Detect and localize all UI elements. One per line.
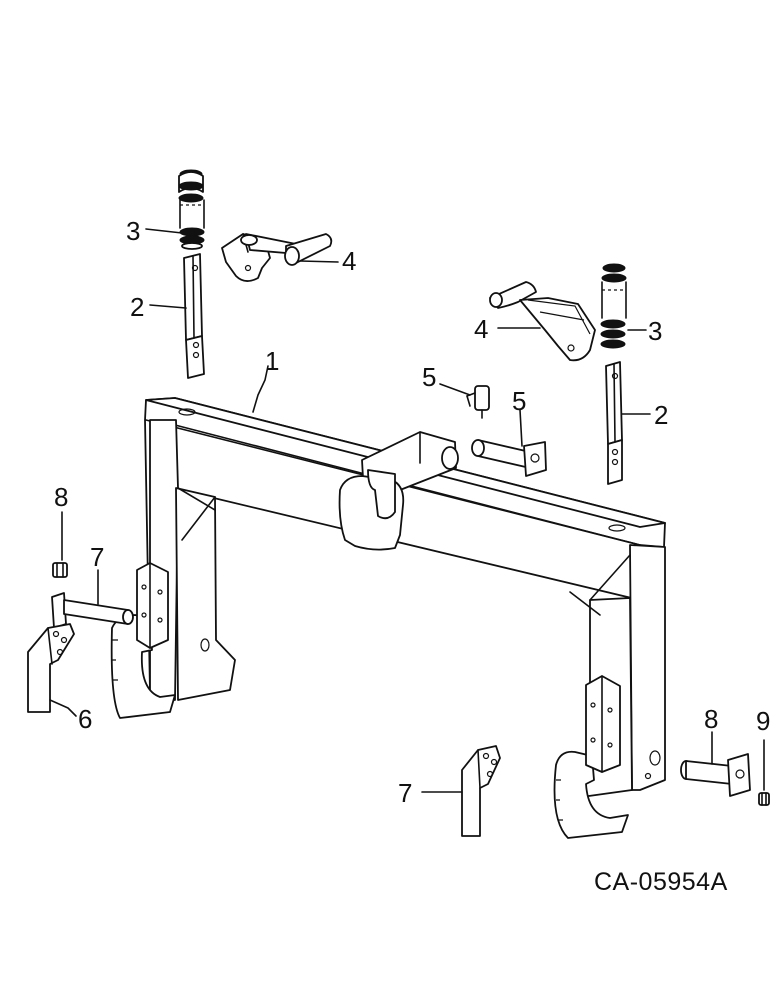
callout-2-latch-rod-right: 2 <box>654 400 668 430</box>
lock-nut-right <box>758 792 770 806</box>
spring-right <box>600 263 627 349</box>
handle-left <box>221 233 333 282</box>
leader-2-left <box>149 304 187 309</box>
pin <box>471 439 547 477</box>
hook-right <box>461 745 501 837</box>
callout-2-latch-rod-left: 2 <box>130 292 144 322</box>
leader-1 <box>252 365 269 413</box>
leader-3-left <box>145 228 183 234</box>
callout-4-handle-left: 4 <box>342 246 356 276</box>
leader-5-left <box>49 699 77 717</box>
clip <box>466 385 490 419</box>
latch-rod-right <box>605 361 623 485</box>
leader-9 <box>439 383 471 396</box>
callout-3-spring-left: 3 <box>126 216 140 246</box>
hook-left <box>27 623 75 713</box>
callout-8-nut-right: 9 <box>756 706 770 736</box>
callout-3-spring-right: 3 <box>648 316 662 346</box>
callout-7-pin-left: 7 <box>90 542 104 572</box>
callout-7-pin-right: 8 <box>704 704 718 734</box>
spring-left <box>178 169 205 250</box>
quick-hitch-frame <box>110 397 666 839</box>
callout-9-clip: 5 <box>422 362 436 392</box>
leader-6 <box>519 409 523 447</box>
callout-1-frame: 1 <box>265 346 279 376</box>
callout-5-hook-left: 6 <box>78 704 92 734</box>
lock-nut-left <box>52 562 68 578</box>
callout-6-pin: 5 <box>512 386 526 416</box>
callout-4-handle-right: 4 <box>474 314 488 344</box>
handle-right <box>489 281 596 362</box>
callout-8-nut-left: 8 <box>54 482 68 512</box>
callout-5-hook-right: 7 <box>398 778 412 808</box>
latch-rod-left <box>183 253 205 379</box>
leader-4-left <box>299 260 339 263</box>
drawing-number: CA-05954A <box>594 868 728 896</box>
hook-pin-right <box>680 753 751 797</box>
hook-pin-left <box>51 592 134 629</box>
